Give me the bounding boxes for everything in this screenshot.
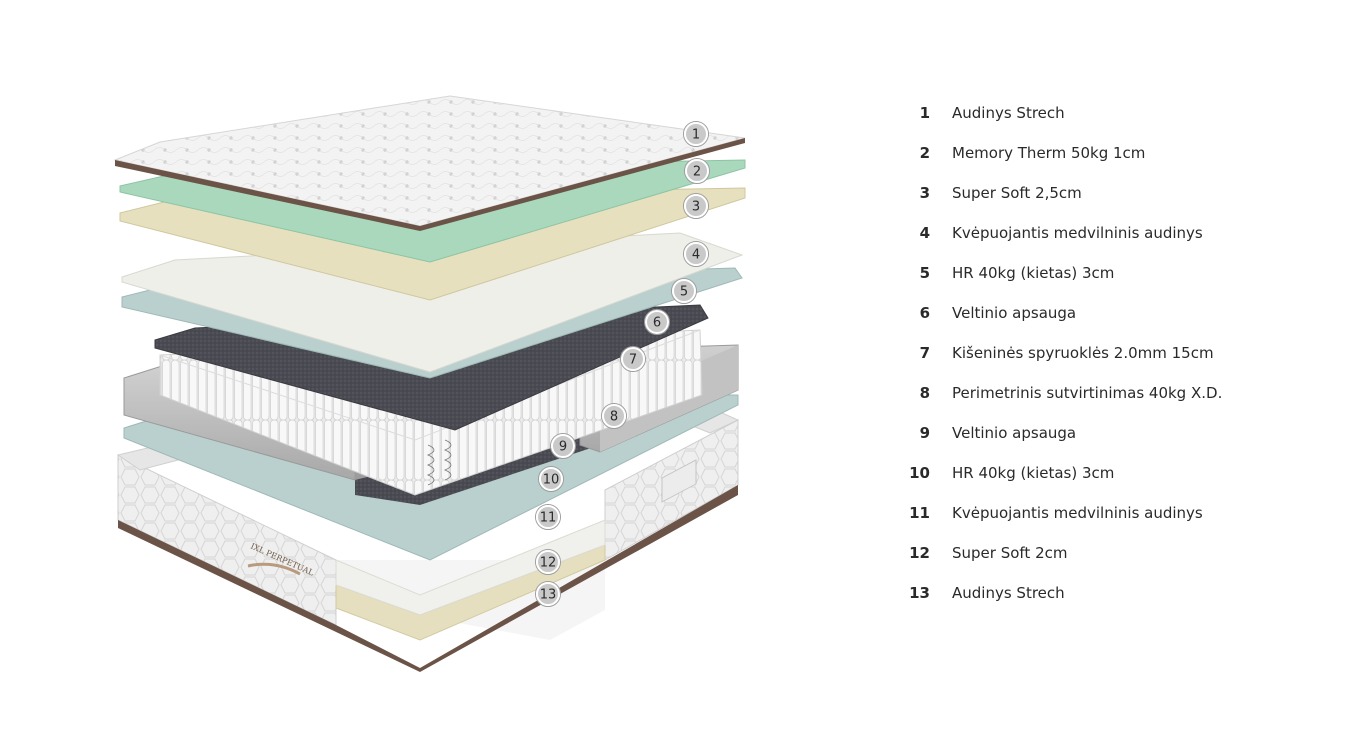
callout-number: 5 — [680, 285, 688, 300]
legend-label: Super Soft 2,5cm — [952, 184, 1082, 202]
legend-item: 11 Kvėpuojantis medvilninis audinys — [900, 504, 1320, 544]
legend-label: Audinys Strech — [952, 584, 1065, 602]
legend-number: 13 — [909, 584, 930, 602]
callout-number: 12 — [540, 556, 557, 571]
legend-number: 9 — [919, 424, 930, 442]
legend-item: 7 Kišeninės spyruoklės 2.0mm 15cm — [900, 344, 1320, 384]
callout-number: 9 — [559, 440, 567, 455]
legend-label: Memory Therm 50kg 1cm — [952, 144, 1146, 162]
callout-number: 13 — [540, 588, 557, 603]
callout-number: 7 — [629, 353, 637, 368]
callout-number: 1 — [692, 128, 700, 143]
callout-number: 2 — [693, 165, 701, 180]
legend-item: 4 Kvėpuojantis medvilninis audinys — [900, 224, 1320, 264]
callout-2: 2 — [684, 158, 710, 184]
legend-number: 11 — [909, 504, 930, 522]
layer-11-cotton — [335, 519, 606, 616]
legend-item: 13 Audinys Strech — [900, 584, 1320, 624]
callout-1: 1 — [683, 121, 709, 147]
legend-item: 6 Veltinio apsauga — [900, 304, 1320, 344]
callout-5: 5 — [671, 278, 697, 304]
legend-number: 10 — [909, 464, 930, 482]
callout-7: 7 — [620, 346, 646, 372]
callout-9: 9 — [550, 433, 576, 459]
legend-label: Audinys Strech — [952, 104, 1065, 122]
legend-label: Kišeninės spyruoklės 2.0mm 15cm — [952, 344, 1214, 362]
callout-4: 4 — [683, 241, 709, 267]
legend-label: Perimetrinis sutvirtinimas 40kg X.D. — [952, 384, 1223, 402]
callout-number: 8 — [610, 410, 618, 425]
callout-12: 12 — [535, 549, 561, 575]
layer-4-cotton — [121, 232, 744, 373]
legend-number: 8 — [919, 384, 930, 402]
legend-item: 2 Memory Therm 50kg 1cm — [900, 144, 1320, 184]
legend-number: 7 — [919, 344, 930, 362]
legend-label: HR 40kg (kietas) 3cm — [952, 264, 1115, 282]
callout-11: 11 — [535, 504, 561, 530]
callout-8: 8 — [601, 403, 627, 429]
legend-number: 2 — [919, 144, 930, 162]
legend-label: Kvėpuojantis medvilninis audinys — [952, 224, 1203, 242]
callout-number: 6 — [653, 316, 661, 331]
legend-item: 5 HR 40kg (kietas) 3cm — [900, 264, 1320, 304]
legend-number: 5 — [919, 264, 930, 282]
legend-label: HR 40kg (kietas) 3cm — [952, 464, 1115, 482]
legend-item: 9 Veltinio apsauga — [900, 424, 1320, 464]
callout-13: 13 — [535, 581, 561, 607]
callout-number: 10 — [543, 473, 560, 488]
legend-number: 1 — [919, 104, 930, 122]
legend-item: 1 Audinys Strech — [900, 104, 1320, 144]
legend-number: 3 — [919, 184, 930, 202]
legend-item: 8 Perimetrinis sutvirtinimas 40kg X.D. — [900, 384, 1320, 424]
legend-label: Kvėpuojantis medvilninis audinys — [952, 504, 1203, 522]
callout-3: 3 — [683, 193, 709, 219]
callout-number: 3 — [692, 200, 700, 215]
legend-label: Veltinio apsauga — [952, 304, 1077, 322]
callout-number: 11 — [540, 511, 557, 526]
legend-number: 6 — [919, 304, 930, 322]
legend-item: 12 Super Soft 2cm — [900, 544, 1320, 584]
legend-item: 10 HR 40kg (kietas) 3cm — [900, 464, 1320, 504]
legend-item: 3 Super Soft 2,5cm — [900, 184, 1320, 224]
legend-label: Super Soft 2cm — [952, 544, 1068, 562]
callout-10: 10 — [538, 466, 564, 492]
legend-number: 12 — [909, 544, 930, 562]
layer-1-top-cover — [113, 95, 746, 231]
legend-number: 4 — [919, 224, 930, 242]
callout-6: 6 — [644, 309, 670, 335]
callout-number: 4 — [692, 248, 700, 263]
legend-label: Veltinio apsauga — [952, 424, 1077, 442]
